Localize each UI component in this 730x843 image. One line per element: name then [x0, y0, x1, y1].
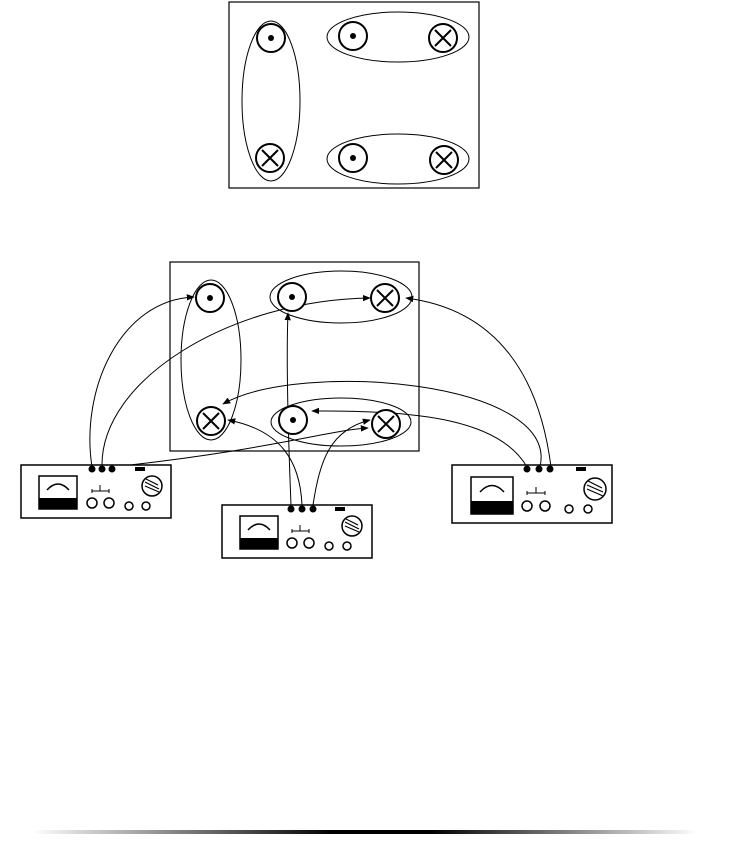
- right-meter: [451, 464, 613, 524]
- left-meter: [20, 464, 172, 519]
- terminal-dot-icon: [88, 465, 96, 473]
- wire-center-to-top-center-dot: [284, 312, 292, 506]
- top-panel: [228, 1, 480, 189]
- cross-in-circle-icon: [428, 23, 458, 53]
- meter-face-icon: [470, 476, 514, 515]
- wires: [89, 294, 552, 506]
- jack-icon: [324, 541, 334, 551]
- terminal-dot-icon: [98, 465, 106, 473]
- jack-icon: [124, 501, 134, 511]
- terminal-dot-icon: [108, 465, 116, 473]
- switch-icon: [335, 507, 345, 511]
- dot-in-circle-icon: [256, 23, 286, 53]
- dot-in-circle-icon: [338, 143, 368, 173]
- meter-face-icon: [239, 515, 279, 550]
- meter-face-icon: [38, 475, 78, 510]
- center-meter: [221, 504, 373, 559]
- terminal-dot-icon: [535, 465, 543, 473]
- knob-small-icon: [103, 497, 115, 509]
- cross-in-circle-icon: [370, 283, 400, 313]
- bottom-pair-bottom-right: [270, 397, 412, 447]
- bottom-panel-circles: [195, 282, 401, 439]
- terminal-dot-icon: [287, 505, 295, 513]
- ground-symbol-icon: [91, 485, 110, 493]
- footer-rule: [32, 830, 698, 834]
- bottom-pair-vertical-left: [180, 279, 242, 441]
- terminal-dot-icon: [546, 465, 554, 473]
- terminal-dot-icon: [523, 465, 531, 473]
- cross-in-circle-icon: [429, 145, 459, 175]
- cross-in-circle-icon: [196, 406, 226, 436]
- dot-in-circle-icon: [195, 283, 225, 313]
- dot-in-circle-icon: [277, 282, 307, 312]
- terminal-dot-icon: [298, 505, 306, 513]
- knob-small-icon: [286, 537, 298, 549]
- wire-left-to-top-right-cross: [101, 294, 371, 468]
- dial-icon: [341, 515, 363, 537]
- wire-right-to-bottom-left-cross: [222, 380, 542, 468]
- terminal-dot-icon: [309, 505, 317, 513]
- jack-icon: [583, 504, 593, 514]
- ground-symbol-icon: [291, 525, 310, 533]
- wire-left-to-top-left-dot: [89, 294, 195, 468]
- knob-small-icon: [539, 500, 551, 512]
- top-pair-vertical-left: [241, 20, 301, 182]
- dial-icon: [141, 475, 163, 497]
- wire-right-to-bottom-center-dot: [311, 407, 528, 468]
- knob-small-icon: [86, 497, 98, 509]
- wire-right-to-top-right-cross: [405, 295, 552, 468]
- wire-center-to-bottom-right-cross: [312, 418, 371, 506]
- top-pair-bottom-right: [326, 133, 470, 185]
- knob-small-icon: [521, 500, 533, 512]
- jack-icon: [564, 504, 574, 514]
- dot-in-circle-icon: [338, 21, 368, 51]
- knob-small-icon: [303, 537, 315, 549]
- jack-icon: [342, 541, 352, 551]
- cross-in-circle-icon: [255, 143, 285, 173]
- dot-in-circle-icon: [278, 405, 308, 435]
- wire-center-to-bottom-left-cross: [227, 418, 303, 506]
- jack-icon: [141, 501, 151, 511]
- wire-left-to-bottom-right-cross: [111, 425, 369, 468]
- switch-icon: [576, 467, 586, 471]
- switch-icon: [135, 467, 145, 471]
- cross-in-circle-icon: [371, 409, 401, 439]
- top-pair-top-right: [326, 11, 470, 63]
- dial-icon: [583, 477, 607, 501]
- ground-symbol-icon: [526, 487, 546, 495]
